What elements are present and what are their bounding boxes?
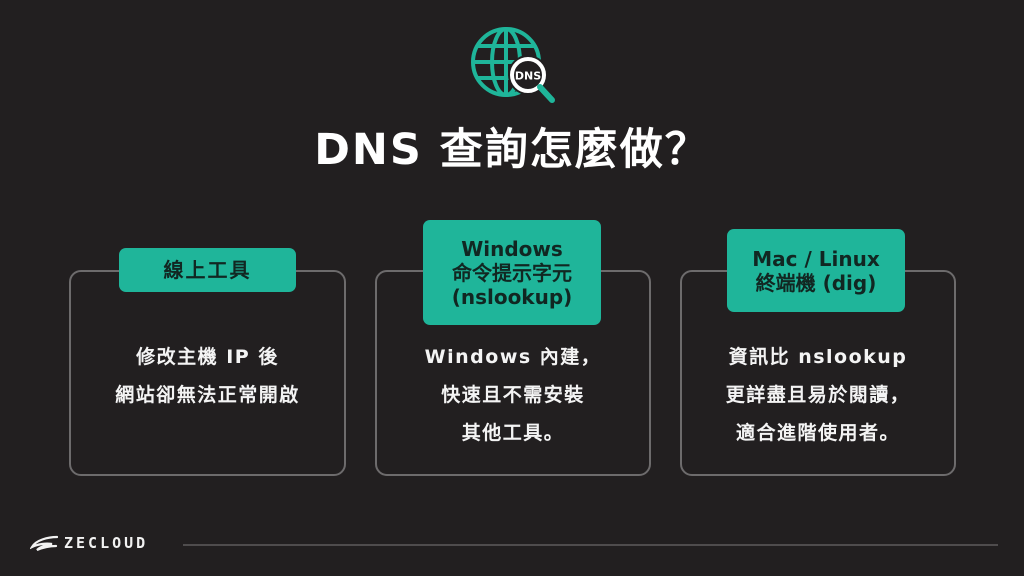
card-label-line: Windows — [461, 236, 563, 261]
card-label-line: 命令提示字元 — [452, 260, 572, 285]
card-label-line: Mac / Linux — [752, 246, 880, 271]
card-body-line: 網站卻無法正常開啟 — [115, 384, 300, 406]
card-label-windows-nslookup: Windows 命令提示字元 (nslookup) — [423, 220, 601, 325]
card-label-line: 終端機 (dig) — [755, 270, 877, 295]
card-body-line: 其他工具。 — [461, 422, 565, 444]
card-windows-nslookup: Windows 內建， 快速且不需安裝 其他工具。 — [375, 270, 651, 476]
card-body-line: Windows 內建， — [424, 346, 602, 368]
card-label-online-tools: 線上工具 — [119, 248, 296, 292]
card-label-line: (nslookup) — [451, 284, 573, 309]
card-body-line: 修改主機 IP 後 — [136, 346, 279, 368]
card-mac-linux-dig: 資訊比 nslookup 更詳盡且易於閱讀， 適合進階使用者。 — [680, 270, 956, 476]
card-body: Windows 內建， 快速且不需安裝 其他工具。 — [377, 338, 649, 452]
page-title: DNS 查詢怎麼做？ — [314, 125, 710, 175]
card-body: 修改主機 IP 後 網站卻無法正常開啟 — [71, 338, 344, 414]
card-body-line: 適合進階使用者。 — [735, 422, 900, 444]
card-body: 資訊比 nslookup 更詳盡且易於閱讀， 適合進階使用者。 — [682, 338, 954, 452]
dns-icon-text: DNS — [515, 70, 541, 83]
brand-logo: ZECLOUD — [30, 534, 148, 552]
card-online-tools: 修改主機 IP 後 網站卻無法正常開啟 — [69, 270, 346, 476]
card-label-line: 線上工具 — [163, 258, 252, 282]
card-body-line: 快速且不需安裝 — [441, 384, 585, 406]
card-body-line: 更詳盡且易於閱讀， — [725, 384, 911, 406]
dns-globe-search-icon: DNS — [471, 27, 555, 103]
footer-divider — [183, 544, 998, 546]
card-body-line: 資訊比 nslookup — [728, 346, 908, 368]
brand-name: ZECLOUD — [64, 534, 149, 552]
zecloud-swoosh-icon — [30, 535, 58, 551]
card-label-mac-linux-dig: Mac / Linux 終端機 (dig) — [727, 229, 905, 312]
